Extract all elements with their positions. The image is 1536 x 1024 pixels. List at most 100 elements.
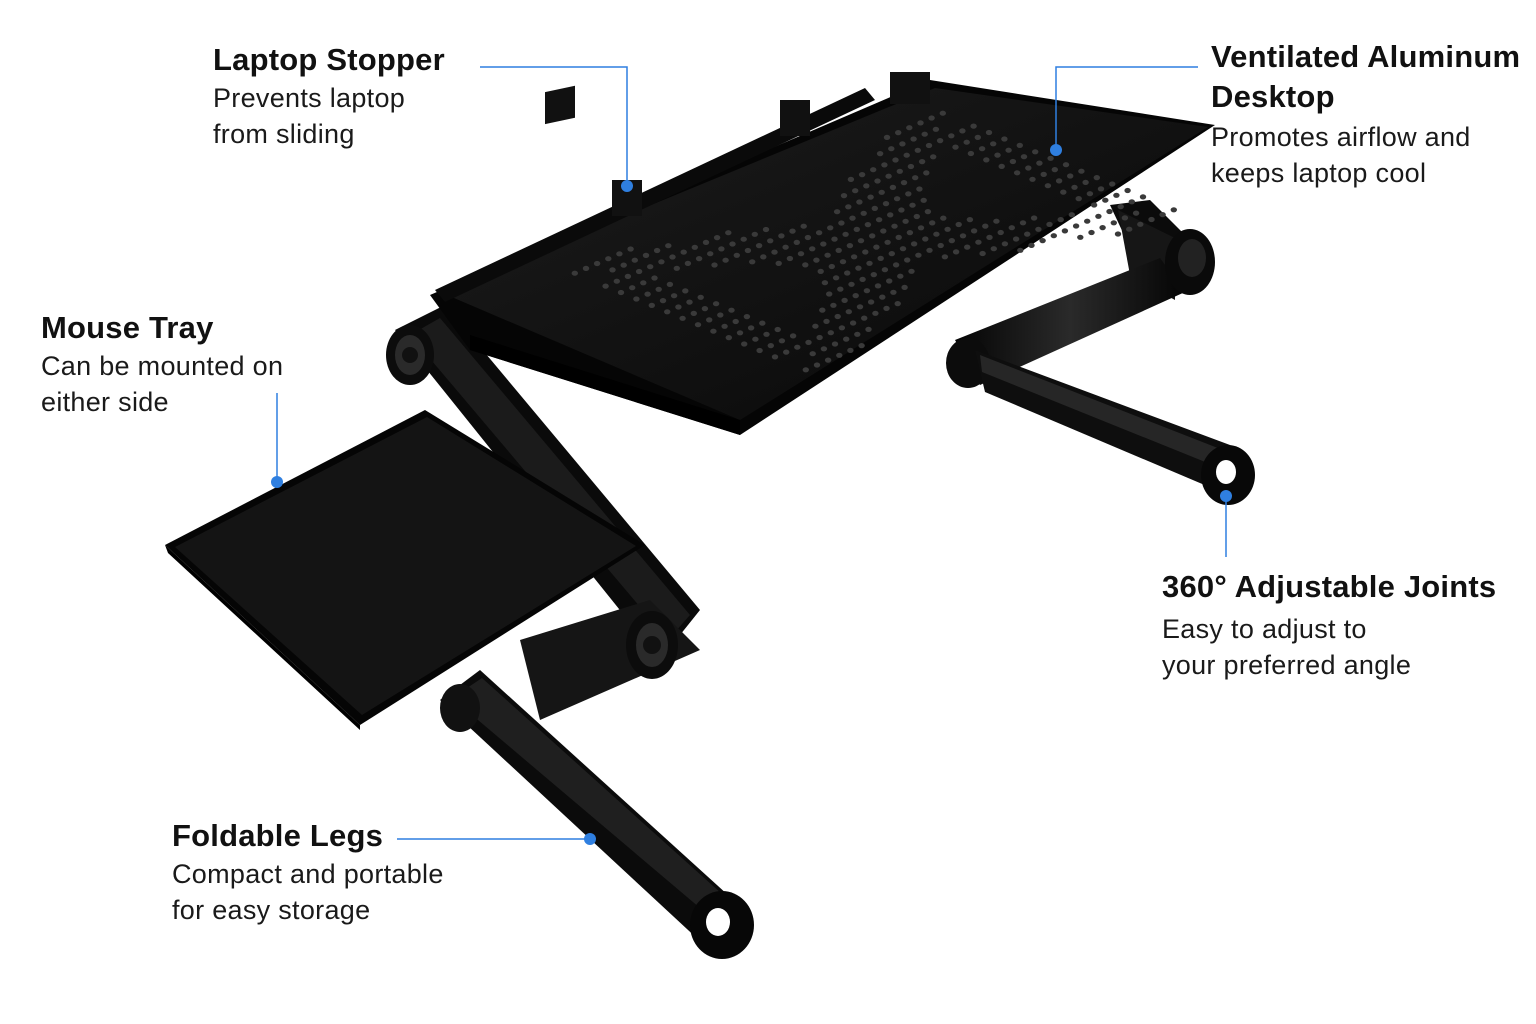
vent-hole <box>1078 168 1085 174</box>
vent-hole <box>617 289 625 296</box>
vent-hole <box>910 136 917 142</box>
vent-hole <box>986 234 993 240</box>
callout-description-line: Compact and portable <box>172 859 444 889</box>
vent-hole <box>863 183 870 189</box>
vent-hole <box>1028 242 1035 248</box>
callout-title: 360° Adjustable Joints <box>1162 569 1497 604</box>
vent-hole <box>771 354 779 360</box>
vent-hole <box>697 294 704 300</box>
vent-hole <box>941 254 949 260</box>
vent-hole <box>837 286 844 292</box>
vent-hole <box>978 146 986 152</box>
vent-hole <box>823 318 830 324</box>
vent-hole <box>1051 167 1059 173</box>
vent-hole <box>802 367 809 373</box>
vent-hole <box>970 123 977 129</box>
vent-hole <box>653 247 661 254</box>
vent-hole <box>669 254 676 260</box>
vent-hole <box>877 255 884 261</box>
vent-hole <box>899 141 906 147</box>
vent-hole <box>740 236 747 242</box>
vent-holes <box>571 110 1178 373</box>
vent-hole <box>786 255 794 262</box>
vent-hole <box>887 212 894 218</box>
vent-hole <box>1139 194 1147 200</box>
leader-line-laptop-stopper <box>480 66 628 186</box>
vent-hole <box>582 265 590 271</box>
vent-hole <box>1040 171 1047 177</box>
vent-hole <box>804 234 812 241</box>
vent-hole <box>1075 196 1082 202</box>
vent-hole <box>896 168 903 174</box>
vent-hole <box>952 144 959 150</box>
vent-hole <box>1097 186 1105 192</box>
vent-hole <box>655 286 662 292</box>
callout-description-line: your preferred angle <box>1162 650 1412 680</box>
callout-description: Can be mounted on either side <box>41 348 341 420</box>
vent-hole <box>816 334 823 341</box>
vent-hole <box>1023 231 1031 237</box>
vent-hole <box>752 336 759 342</box>
vent-hole <box>1088 229 1095 236</box>
callout-description-line: Can be mounted on <box>41 351 284 381</box>
vent-hole <box>855 265 862 271</box>
callout-foldable-legs: Foldable Legs Compact and portable for e… <box>172 816 492 928</box>
vent-hole <box>736 330 744 336</box>
vent-hole <box>1082 179 1089 185</box>
vent-hole <box>904 257 911 263</box>
vent-hole <box>679 315 686 321</box>
vent-hole <box>820 346 828 352</box>
vent-hole <box>964 244 971 250</box>
vent-hole <box>939 110 946 116</box>
vent-hole <box>847 347 854 353</box>
callout-title: Laptop Stopper <box>213 42 445 77</box>
vent-hole <box>998 163 1005 169</box>
vent-hole <box>605 256 612 262</box>
vent-hole <box>895 130 902 136</box>
vent-hole <box>821 280 829 286</box>
vent-hole <box>994 152 1001 158</box>
callout-description-line: keeps laptop cool <box>1211 158 1427 188</box>
vent-hole <box>975 239 982 245</box>
vent-hole <box>827 225 834 231</box>
vent-hole <box>921 131 928 137</box>
vent-hole <box>944 226 951 232</box>
vent-hole <box>959 233 967 239</box>
vent-hole <box>1148 216 1155 223</box>
vent-hole <box>1039 238 1046 244</box>
vent-hole <box>886 278 893 284</box>
vent-hole <box>915 252 922 258</box>
vent-hole <box>701 306 709 312</box>
vent-hole <box>631 257 638 263</box>
vent-hole <box>888 251 895 257</box>
vent-hole <box>815 230 823 236</box>
vent-hole <box>695 256 703 262</box>
callout-title: Foldable Legs <box>172 818 384 853</box>
vent-hole <box>747 325 755 331</box>
vent-hole <box>898 207 905 213</box>
vent-hole <box>635 268 643 275</box>
vent-hole <box>952 249 960 255</box>
vent-hole <box>1128 199 1136 205</box>
vent-hole <box>1032 149 1039 155</box>
vent-hole <box>831 236 838 242</box>
callout-title-line: Ventilated Aluminum <box>1211 39 1521 74</box>
vent-hole <box>862 249 869 255</box>
vent-hole <box>613 278 620 284</box>
callout-description: Compact and portable for easy storage <box>172 856 492 928</box>
vent-hole <box>744 247 752 254</box>
vent-hole <box>1062 162 1070 168</box>
vent-hole <box>847 176 855 182</box>
callout-description-line: Easy to adjust to <box>1162 614 1367 644</box>
left-leg-assembly <box>440 670 754 959</box>
vent-hole <box>884 239 891 245</box>
vent-hole <box>845 204 852 210</box>
vent-hole <box>897 273 904 279</box>
vent-hole <box>725 230 732 236</box>
vent-hole <box>936 138 944 144</box>
callout-description-line: Promotes airflow and <box>1211 122 1471 152</box>
vent-hole <box>885 173 892 179</box>
marker-dot-mouse-tray <box>271 476 283 488</box>
vent-hole <box>920 197 927 203</box>
vent-hole <box>1102 197 1109 203</box>
